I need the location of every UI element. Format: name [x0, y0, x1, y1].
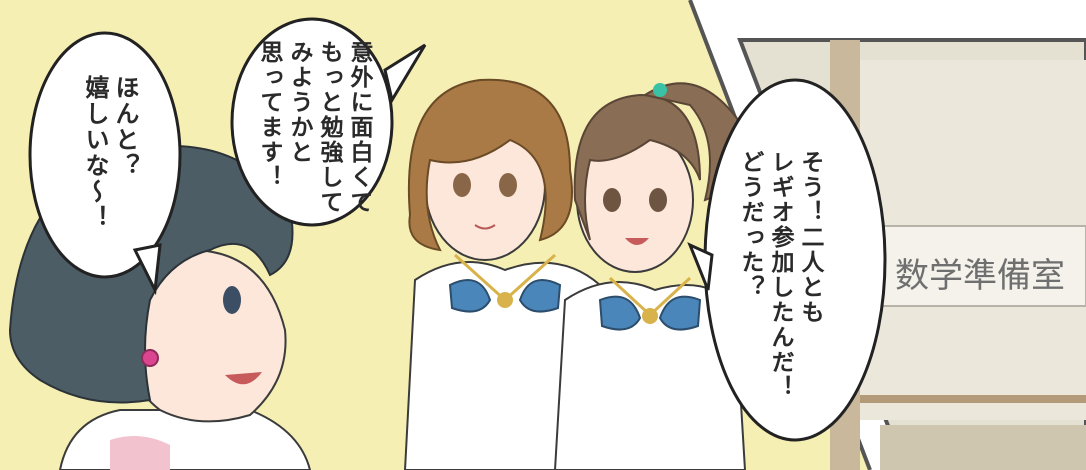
speech-bubble-right: そう！二人とも レギオ参加したんだ！ どうだった？	[737, 150, 823, 400]
bubble-left-shape	[28, 31, 182, 279]
speech-bubble-left: ほんと？ 嬉しいな〜！	[81, 75, 139, 231]
bubble-left-tail	[132, 243, 162, 296]
bubble-middle-shape	[230, 17, 394, 227]
room-sign	[879, 225, 1086, 307]
wall-rail	[860, 395, 1086, 403]
bubble-right-tail	[687, 242, 714, 291]
speech-bubble-middle: 意外に面白くて もっと勉強して みようかと 思ってます！	[256, 40, 372, 215]
bubble-middle-tail	[383, 43, 427, 104]
room-sign-label: 数学準備室	[895, 256, 1065, 296]
character-brown-hair	[403, 78, 617, 470]
floor	[880, 425, 1086, 470]
